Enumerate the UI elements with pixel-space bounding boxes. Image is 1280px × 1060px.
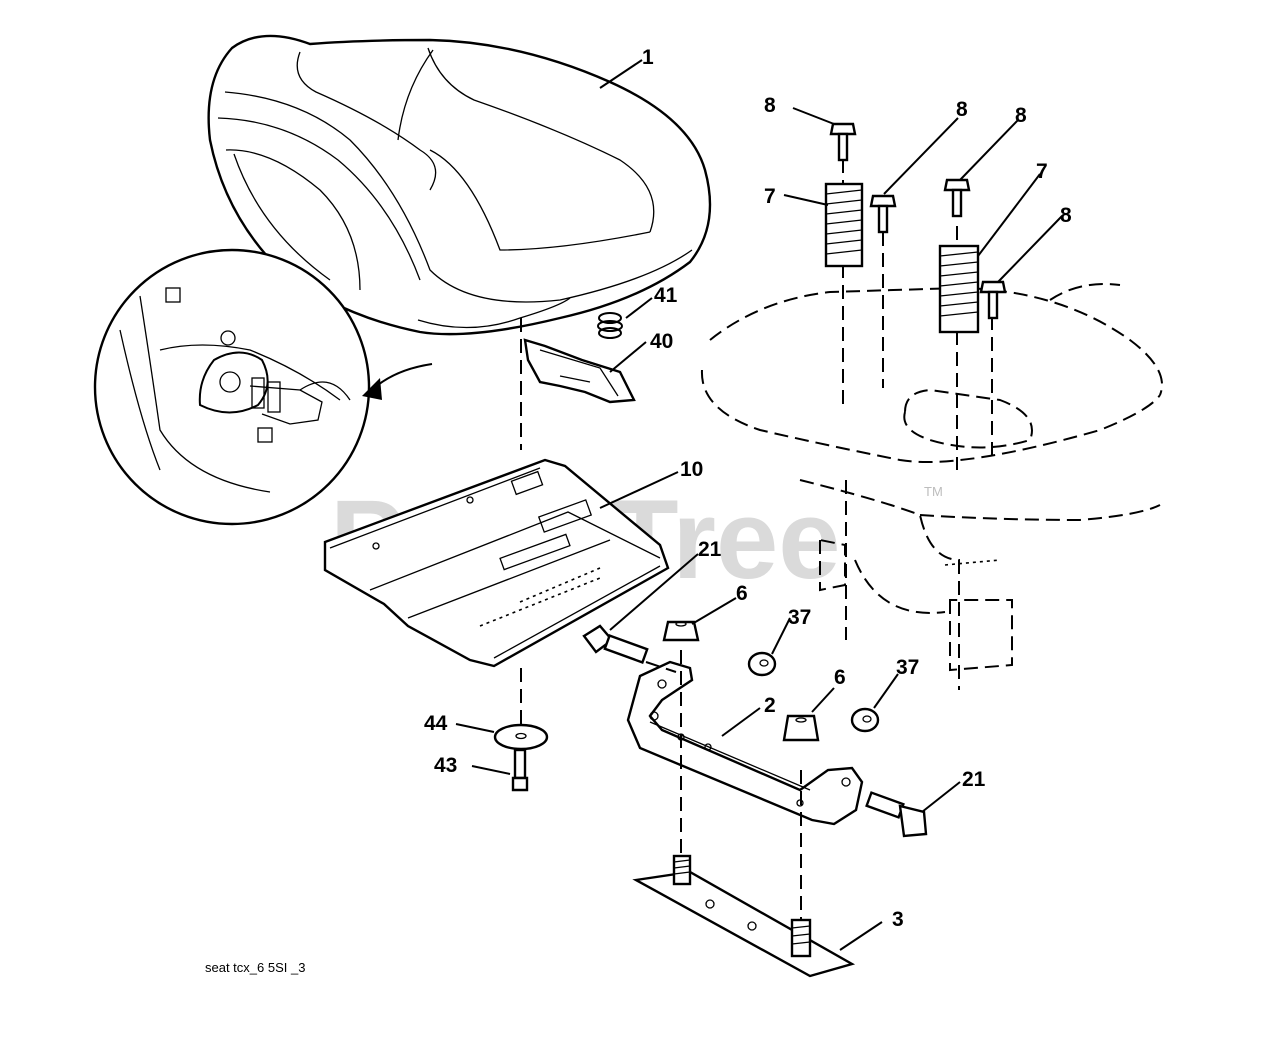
callout-nut-left: 6 [736, 582, 748, 605]
callout-spring-left: 7 [764, 185, 776, 208]
callout-spring-right: 7 [1036, 160, 1048, 183]
spring-left-part[interactable] [824, 182, 864, 268]
bolt-c-part[interactable] [943, 178, 971, 218]
shoulder-bolt-left-part[interactable] [582, 624, 649, 664]
bolt-a-part[interactable] [829, 122, 857, 162]
callout-shoulder-bolt-left: 21 [698, 538, 722, 561]
screw-part[interactable] [511, 748, 529, 792]
nut-left-part[interactable] [662, 620, 700, 642]
watermark-trademark: TM [924, 484, 943, 499]
callout-seat-pan: 10 [680, 458, 703, 481]
callout-screw: 43 [434, 754, 457, 777]
detail-inset [93, 248, 433, 526]
drawing-code: seat tcx_6 5SI _3 [205, 960, 305, 975]
shoulder-bolt-right-part[interactable] [865, 791, 928, 838]
locknut-right-part[interactable] [850, 707, 880, 733]
centerline-shoulder-left [645, 661, 677, 673]
callout-bolt-a: 8 [764, 94, 776, 117]
callout-plate: 3 [892, 908, 904, 931]
callout-bolt-d: 8 [1060, 204, 1072, 227]
callout-shoulder-bolt-right: 21 [962, 768, 986, 791]
washer-part[interactable] [493, 723, 549, 751]
callout-bracket: 2 [764, 694, 776, 717]
switch-spring-part[interactable] [597, 312, 623, 339]
callout-clip: 40 [650, 330, 673, 353]
callout-seat: 1 [642, 46, 654, 69]
plate-part[interactable] [632, 854, 856, 978]
spring-right-part[interactable] [938, 244, 980, 334]
callout-nut-right: 6 [834, 666, 846, 689]
seat-part[interactable] [207, 34, 712, 336]
callout-bolt-c: 8 [1015, 104, 1027, 127]
callout-locknut-right: 37 [896, 656, 919, 679]
callout-washer: 44 [424, 712, 448, 735]
nut-right-part[interactable] [782, 714, 820, 742]
callout-bolt-b: 8 [956, 98, 968, 121]
bolt-d-part[interactable] [979, 280, 1007, 320]
clip-part[interactable] [523, 338, 636, 404]
bracket-part[interactable] [626, 660, 864, 826]
locknut-left-part[interactable] [747, 651, 777, 677]
callout-switch-spring: 41 [654, 284, 678, 307]
leader-lines [455, 59, 1063, 951]
seat-pan-part[interactable] [323, 458, 670, 668]
callout-locknut-left: 37 [788, 606, 811, 629]
bolt-b-part[interactable] [869, 194, 897, 234]
